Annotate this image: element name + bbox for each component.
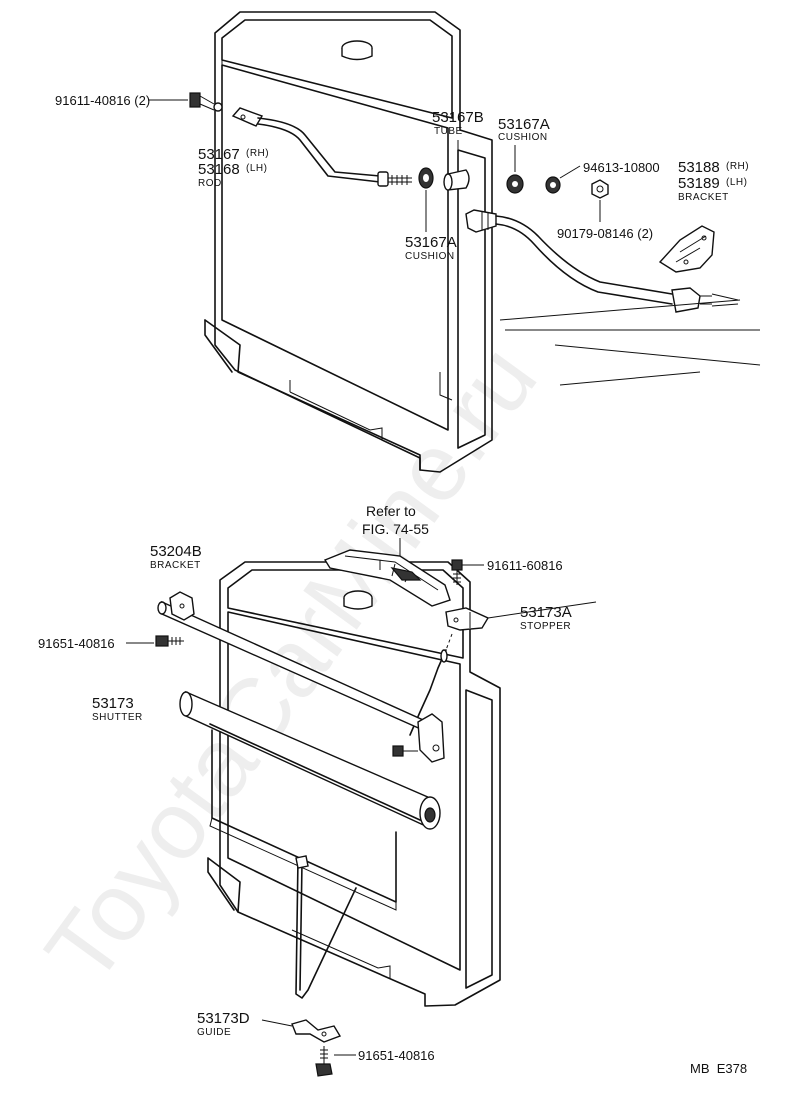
- stopper-icon: [445, 607, 490, 631]
- label-rod-rh-suffix: (RH): [246, 148, 269, 159]
- cushion-top-icon: [506, 174, 524, 194]
- label-cushion-top-name: CUSHION: [498, 132, 548, 143]
- label-shutter-name: SHUTTER: [92, 712, 143, 723]
- label-rod-rh: 53167: [198, 146, 240, 163]
- bolt-91611-40816-icon: [189, 92, 223, 112]
- label-bracket-rh: 53188: [678, 159, 720, 176]
- label-nut: 90179-08146 (2): [557, 226, 653, 241]
- label-refer-to: Refer to: [366, 503, 416, 519]
- bracket-rod: [465, 209, 761, 386]
- label-shutter-no: 53173: [92, 695, 134, 712]
- shutter-icon: [179, 690, 441, 911]
- bracket-bar: [157, 591, 445, 763]
- label-bolt-left: 91651-40816: [38, 636, 115, 651]
- label-rod-lh-suffix: (LH): [246, 163, 267, 174]
- label-stopper-no: 53173A: [520, 604, 572, 621]
- washer-icon: [545, 176, 561, 194]
- label-bracket-rh-suffix: (RH): [726, 161, 749, 172]
- bolt-bar-end-icon: [392, 745, 418, 757]
- label-cushion-bottom-no: 53167A: [405, 234, 457, 251]
- label-washer: 94613-10800: [583, 160, 660, 175]
- label-bolt-right: 91611-60816: [487, 558, 563, 573]
- label-refer-fig: FIG. 74-55: [362, 521, 429, 537]
- label-stopper-name: STOPPER: [520, 621, 571, 632]
- label-rod-lh: 53168: [198, 161, 240, 178]
- bracket-53188-icon: [658, 225, 715, 273]
- label-bolt-bottom: 91651-40816: [358, 1048, 435, 1063]
- nut-icon: [591, 179, 609, 199]
- guide-wire: [295, 855, 357, 999]
- label-bracket-lh-suffix: (LH): [726, 177, 747, 188]
- label-guide-name: GUIDE: [197, 1027, 231, 1038]
- top-radiator: [204, 11, 493, 473]
- label-bolt-top: 91611-40816 (2): [55, 93, 150, 108]
- guide-bracket-icon: [291, 1019, 342, 1043]
- label-tube-name: TUBE: [434, 126, 463, 137]
- bolt-91651-40816-left-icon: [155, 635, 184, 647]
- label-bracket-lh: 53189: [678, 175, 720, 192]
- tube-icon: [443, 169, 470, 191]
- cushion-icon: [418, 167, 434, 189]
- label-bracket-no: 53204B: [150, 543, 202, 560]
- rod-assembly: [231, 107, 412, 187]
- label-rod-name: ROD: [198, 178, 222, 189]
- label-guide-no: 53173D: [197, 1010, 250, 1027]
- label-cushion-bottom-name: CUSHION: [405, 251, 455, 262]
- label-bracket-name: BRACKET: [678, 192, 729, 203]
- bottom-radiator: [207, 561, 501, 1007]
- bolt-91651-40816-bottom-icon: [315, 1046, 333, 1077]
- label-cushion-top-no: 53167A: [498, 116, 550, 133]
- figure-code: MB E378: [690, 1061, 747, 1076]
- label-tube-no: 53167B: [432, 109, 484, 126]
- label-bracket-name-bottom: BRACKET: [150, 560, 201, 571]
- shroud-panel-icon: [323, 549, 451, 607]
